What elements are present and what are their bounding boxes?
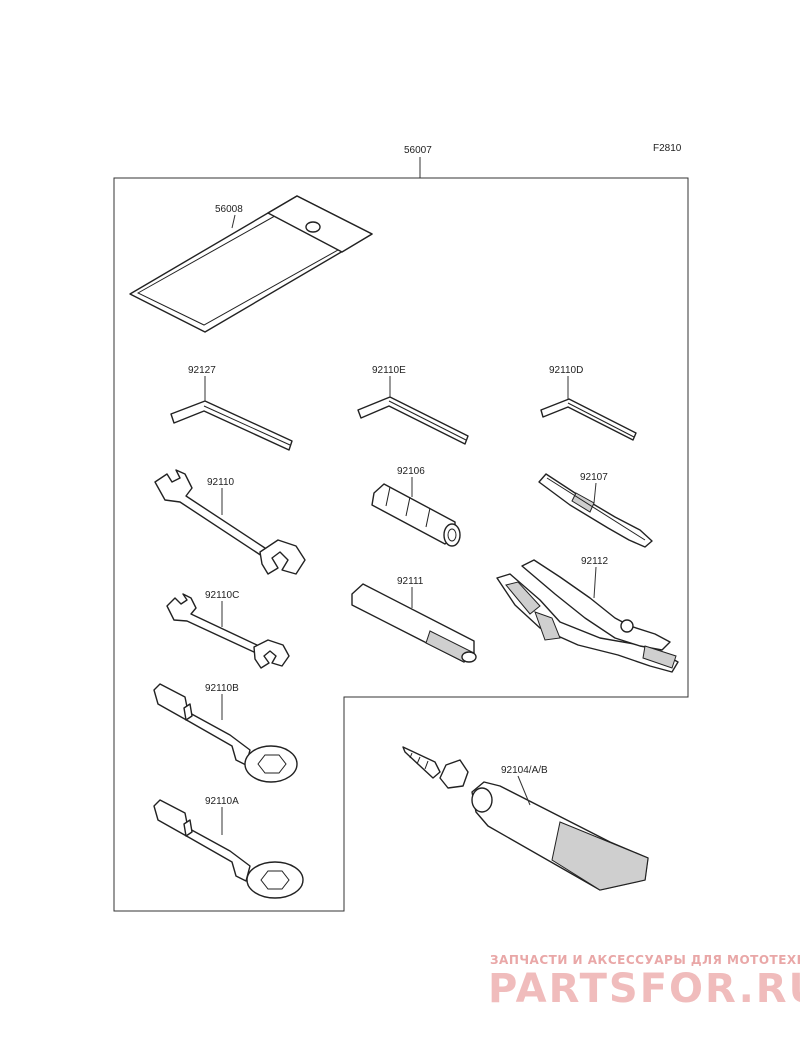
part-label-92111: 92111 [397, 576, 424, 587]
tool-pouch-icon [129, 195, 373, 333]
open-end-wrench-icon [166, 593, 290, 669]
part-label-92110E: 92110E [372, 365, 406, 376]
kit-label: 56007 [404, 145, 432, 156]
part-92110A[interactable]: 92110A [153, 796, 304, 899]
pliers-icon [496, 559, 679, 673]
part-92111[interactable]: 92111 [351, 576, 477, 663]
part-label-92110: 92110 [207, 477, 235, 488]
grease-tube-icon [402, 746, 649, 891]
extension-bar-icon [351, 583, 477, 663]
watermark-brand: PARTSFOR.RU [488, 966, 800, 1012]
figure-code: F2810 [653, 143, 682, 154]
open-end-wrench-icon [154, 469, 306, 575]
part-92107[interactable]: 92107 [538, 472, 653, 548]
hex-key-icon [540, 398, 637, 441]
part-92106[interactable]: 92106 [371, 466, 461, 547]
part-label-92104: 92104/A/B [501, 765, 548, 776]
ring-wrench-icon [153, 683, 298, 783]
part-92110D[interactable]: 92110D [540, 365, 637, 441]
part-label-92106: 92106 [397, 466, 425, 477]
kit-outline [113, 177, 689, 912]
part-92112[interactable]: 92112 [496, 556, 679, 673]
screwdriver-bit-icon [538, 473, 653, 548]
part-label-92110A: 92110A [205, 796, 239, 807]
watermark-tagline: ЗАПЧАСТИ И АКСЕССУАРЫ ДЛЯ МОТОТЕХНИКИ [490, 953, 800, 967]
part-92110[interactable]: 92110 [154, 469, 306, 575]
part-label-92107: 92107 [580, 472, 608, 483]
socket-icon [371, 483, 461, 547]
part-label-92110D: 92110D [549, 365, 583, 376]
part-92110B[interactable]: 92110B [153, 683, 298, 783]
part-label-92110B: 92110B [205, 683, 239, 694]
part-92110C[interactable]: 92110C [166, 590, 290, 669]
part-92127[interactable]: 92127 [170, 365, 293, 451]
watermark: ЗАПЧАСТИ И АКСЕССУАРЫ ДЛЯ МОТОТЕХНИКИ PA… [488, 953, 800, 1012]
part-56008[interactable]: 56008 [129, 195, 373, 333]
part-label-92110C: 92110C [205, 590, 239, 601]
part-label-56008: 56008 [215, 204, 243, 215]
part-92104[interactable]: 92104/A/B [402, 746, 649, 891]
part-92110E[interactable]: 92110E [357, 365, 469, 445]
ring-wrench-icon [153, 799, 304, 899]
hex-key-icon [357, 396, 469, 445]
part-label-92112: 92112 [581, 556, 609, 567]
hex-key-icon [170, 400, 293, 451]
part-label-92127: 92127 [188, 365, 216, 376]
